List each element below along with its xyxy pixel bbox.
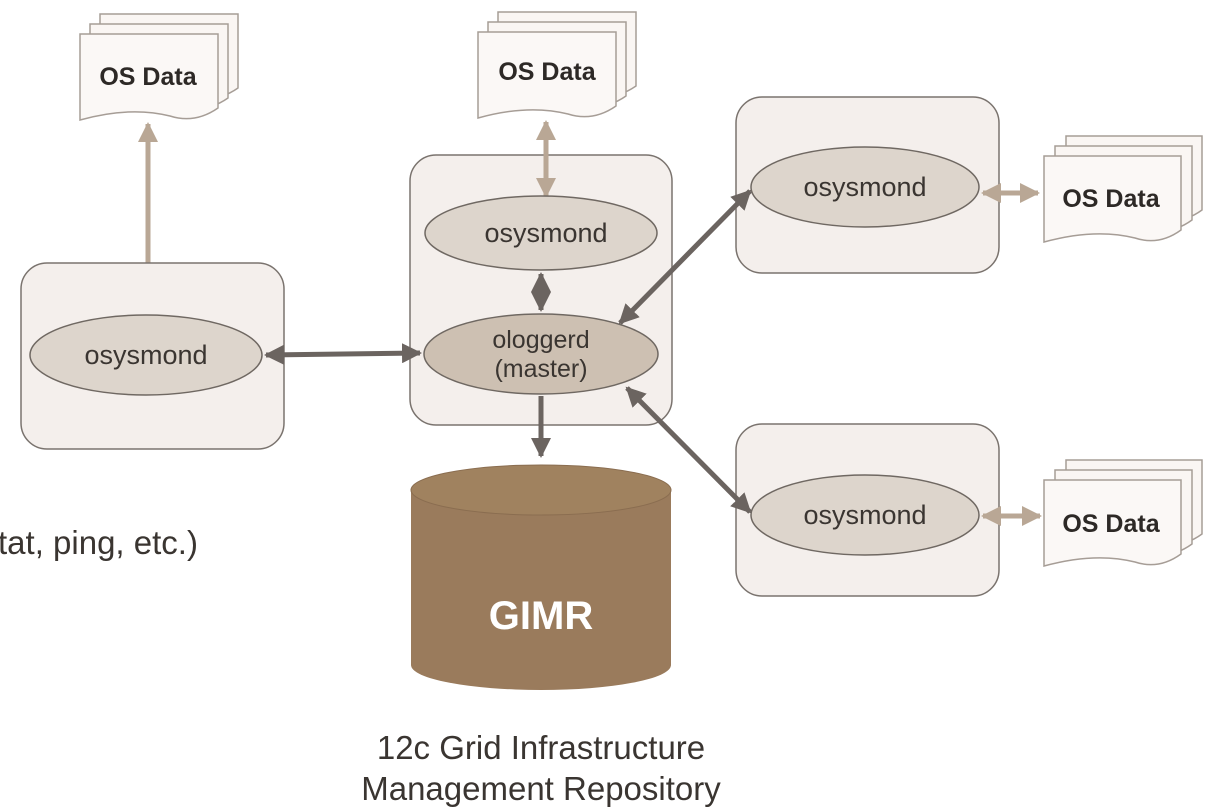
master-os-data-doc: OS Data	[477, 11, 637, 119]
bottom-right-node: osysmond OS Data	[735, 423, 1203, 597]
top-right-osysmond-ellipse	[750, 146, 980, 228]
ologgerd-master-label: (master)	[494, 355, 587, 383]
left-node: OS Data osysmond	[20, 13, 285, 450]
top-right-os-data-label: OS Data	[1062, 185, 1160, 213]
gimr-caption-line2: Management Repository	[361, 770, 721, 807]
bottom-right-osysmond-label: osysmond	[803, 500, 926, 530]
gimr-cylinder-top	[410, 464, 672, 516]
left-osysmond-ellipse	[29, 314, 263, 396]
bottom-right-os-data-doc: OS Data	[1043, 459, 1203, 567]
gimr-database: GIMR	[410, 464, 672, 690]
ologgerd-bottom-right-arrow	[625, 386, 752, 514]
left-os-data-doc: OS Data	[79, 13, 239, 121]
top-right-node: osysmond OS Data	[735, 96, 1203, 274]
top-right-osysmond-label: osysmond	[803, 172, 926, 202]
bottom-right-osysmond-ellipse	[750, 474, 980, 556]
gimr-label: GIMR	[489, 594, 594, 638]
master-node: OS Data osysmond ologgerd (master)	[409, 11, 673, 426]
side-text: tat, ping, etc.)	[0, 524, 198, 561]
ologgerd-ellipse	[423, 313, 659, 395]
ologgerd-top-right-arrow	[618, 189, 752, 325]
gimr-cylinder-body	[411, 490, 671, 690]
master-osysmond-label: osysmond	[484, 218, 607, 248]
left-osysmond-label: osysmond	[84, 340, 207, 370]
master-os-data-label: OS Data	[498, 58, 596, 86]
top-right-os-data-doc: OS Data	[1043, 135, 1203, 243]
left-os-data-label: OS Data	[99, 63, 197, 91]
left-ologgerd-arrow	[264, 343, 422, 365]
gimr-caption-line1: 12c Grid Infrastructure	[377, 729, 705, 766]
ologgerd-label: ologgerd	[492, 326, 589, 354]
bottom-right-os-data-label: OS Data	[1062, 510, 1160, 538]
